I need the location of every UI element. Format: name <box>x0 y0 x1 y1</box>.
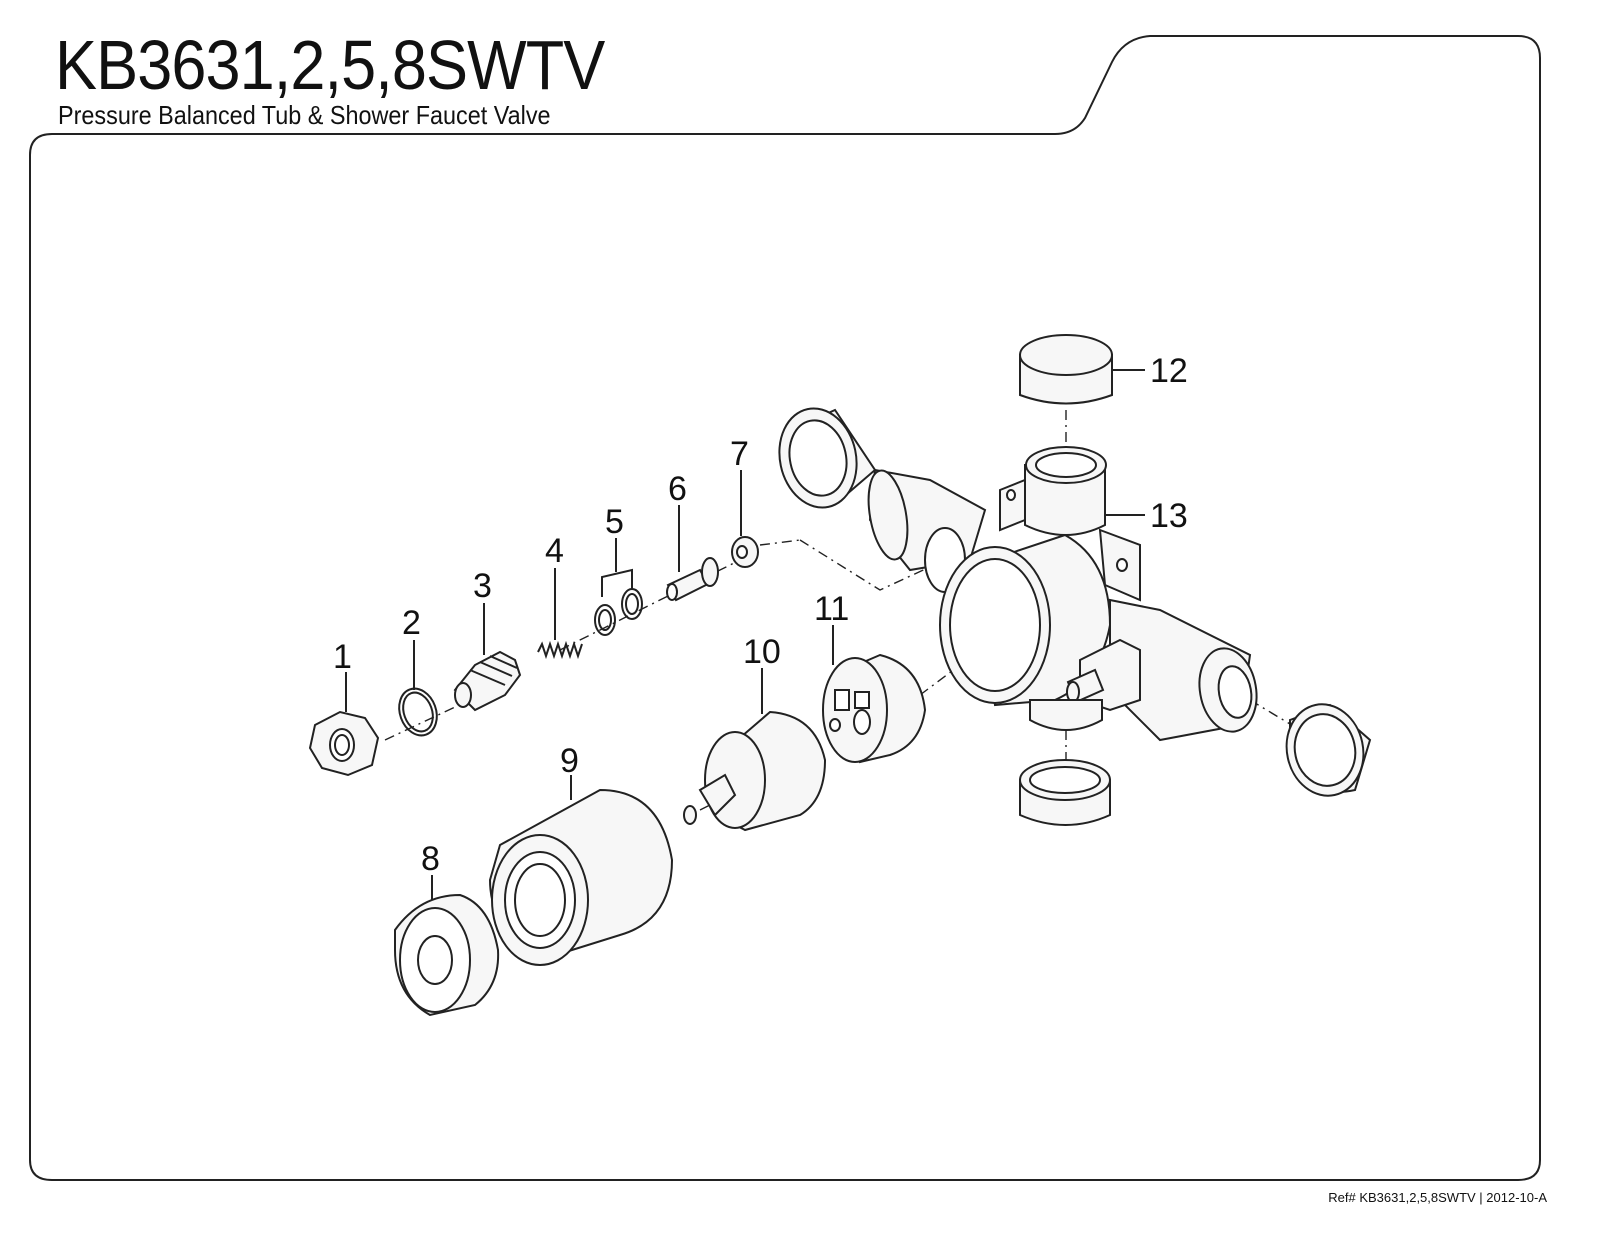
callout-5: 5 <box>605 503 624 541</box>
page-title: KB3631,2,5,8SWTV <box>55 26 605 104</box>
callout-7: 7 <box>730 435 749 473</box>
cap-right <box>1285 703 1372 797</box>
callout-numbers: 1 2 3 4 5 6 7 8 9 10 11 12 13 <box>333 352 1188 878</box>
part-13-valve-body <box>867 446 1258 742</box>
callout-10: 10 <box>743 633 781 671</box>
part-4-spring <box>537 640 583 660</box>
callout-leaders <box>345 369 1145 900</box>
callout-3: 3 <box>473 567 492 605</box>
callout-11: 11 <box>814 590 849 628</box>
part-8-bonnet-nut <box>394 893 500 1017</box>
part-10-cartridge <box>683 710 827 832</box>
frame-border <box>29 35 1541 1181</box>
part-3-valve-body <box>453 650 522 712</box>
cap-left <box>778 407 877 509</box>
part-9-sleeve <box>488 788 674 966</box>
callout-1: 1 <box>333 638 352 676</box>
part-6-stem <box>666 557 719 602</box>
callout-13: 13 <box>1150 497 1188 535</box>
cap-bottom <box>1019 759 1111 826</box>
part-12-cap <box>1019 334 1113 405</box>
callout-12: 12 <box>1150 352 1188 390</box>
callout-9: 9 <box>560 742 579 780</box>
callout-2: 2 <box>402 604 421 642</box>
part-1-nut <box>308 710 380 777</box>
part-2-ring <box>398 687 438 737</box>
page-subtitle: Pressure Balanced Tub & Shower Faucet Va… <box>58 100 551 130</box>
callout-4: 4 <box>545 532 564 570</box>
callout-6: 6 <box>668 470 687 508</box>
part-11-cartridge-base <box>822 653 927 764</box>
part-5-o-rings <box>594 568 643 636</box>
callout-8: 8 <box>421 840 440 878</box>
reference-note: Ref# KB3631,2,5,8SWTV | 2012-10-A <box>1328 1190 1547 1205</box>
part-7-washer <box>731 536 759 568</box>
